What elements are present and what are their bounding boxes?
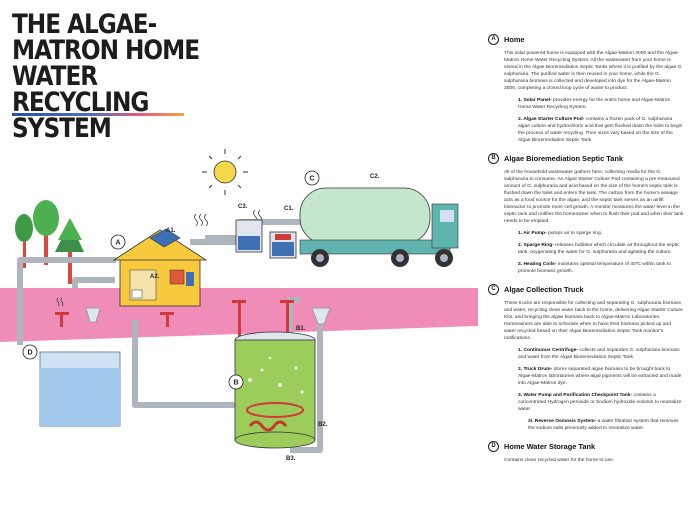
component-name: 1. Air Pump- [518, 231, 547, 236]
section-paragraph: Contains clean recycled water for the ho… [504, 458, 615, 463]
svg-text:B: B [234, 380, 239, 387]
section-paragraph: All of the household wastewater gathers … [504, 170, 684, 224]
component-item: 1. Solar Panel- provides energy for the … [518, 97, 684, 111]
septic-tank-B [234, 331, 316, 449]
section-title: Algae Collection Truck [504, 285, 584, 294]
system-diagram: A1. A2. B1. B2. B3. C1. C2. C3. A B C D [0, 149, 478, 462]
section-heading: B Algae Bioremediation Septic Tank [488, 153, 684, 164]
label-C2: C2. [370, 174, 380, 180]
section-heading: A Home [488, 34, 684, 45]
section-title: Algae Bioremediation Septic Tank [504, 154, 623, 163]
component-description: contains a concentrated Hydrogen peroxid… [518, 393, 682, 412]
svg-text:A: A [116, 240, 121, 247]
component-item: 1. Air Pump- pumps air to sparge ring. [518, 230, 684, 237]
component-name: 2. Sparge Ring- [518, 243, 554, 248]
section-title: Home [504, 35, 525, 44]
component-description: pumps air to sparge ring. [546, 231, 603, 236]
section-letter-badge: D [488, 441, 499, 452]
section-heading: D Home Water Storage Tank [488, 441, 684, 452]
title-underline [12, 113, 184, 116]
pipe-house-to-tank [132, 320, 250, 408]
component-item: 3. Water Pump and Purification Checkpoin… [518, 392, 684, 413]
pipe-main-top [17, 257, 116, 345]
tree-icon [15, 214, 33, 268]
section-letter-badge: C [488, 284, 499, 295]
sun-icon [202, 149, 248, 195]
pipe-truck-return [290, 310, 323, 453]
purification-tank-C3 [235, 219, 263, 253]
red-marker-icon [55, 300, 294, 353]
component-subitem: 3i. Reverse Osmosis System- a water filt… [528, 418, 684, 432]
component-description: collects and separates G. sulphuraria bi… [518, 348, 680, 360]
storage-tank-D [39, 351, 121, 427]
svg-text:D: D [28, 350, 33, 357]
component-name: 3i. Reverse Osmosis System- [528, 419, 597, 424]
component-item: 1. Continuous Centrifuge- collects and s… [518, 347, 684, 361]
circle-label-A: A [110, 234, 126, 250]
label-B3: B3. [286, 456, 296, 462]
funnel-icon [311, 307, 331, 325]
tree-icon [55, 218, 84, 284]
svg-text:C: C [310, 176, 315, 183]
component-item: 2. Algae Starter Culture Pod- contains a… [518, 116, 684, 144]
label-B1: B1. [296, 326, 306, 332]
component-description: releases bubbles which circulate air thr… [518, 243, 680, 255]
label-C3: C3. [238, 204, 248, 210]
label-B2: B2. [318, 422, 328, 428]
component-description: contains a frozen pack of G. sulphuraria… [518, 117, 683, 143]
page-title: THE ALGAE-MATRON HOME WATER RECYCLING SY… [12, 9, 200, 144]
section-paragraph: This solar powered home is equipped with… [504, 51, 683, 91]
component-name: 3. Water Pump and Purification Checkpoin… [518, 393, 633, 398]
component-name: 1. Continuous Centrifuge- [518, 348, 579, 353]
centrifuge-C1 [269, 231, 297, 259]
component-item: 2. Sparge Ring- releases bubbles which c… [518, 242, 684, 256]
pipe-truck-to-D [72, 277, 115, 288]
component-name: 2. Truck Drum- [518, 367, 553, 372]
section-title: Home Water Storage Tank [504, 442, 596, 451]
circle-label-B: B [228, 374, 244, 390]
circle-label-C: C [304, 170, 320, 186]
component-name: 2. Algae Starter Culture Pod- [518, 117, 585, 122]
component-name: 1. Solar Panel- [518, 98, 552, 103]
funnel-icon [85, 307, 101, 323]
component-name: 3. Heating Coils- [518, 262, 557, 267]
section-paragraph: These trucks are responsible for collect… [504, 301, 683, 341]
section-letter-badge: B [488, 153, 499, 164]
label-C1: C1. [284, 206, 294, 212]
component-description: provides energy for the entire home and … [518, 98, 671, 110]
component-description: a water filtration system that removes t… [528, 419, 679, 431]
circle-label-D: D [22, 344, 38, 360]
section-heading: C Algae Collection Truck [488, 284, 684, 295]
label-A2: A2. [150, 274, 160, 280]
tree-icon [33, 200, 59, 265]
section-letter-badge: A [488, 34, 499, 45]
house-A [112, 228, 208, 307]
component-item: 2. Truck Drum- stores separated algae bi… [518, 366, 684, 387]
label-A1: A1. [166, 228, 176, 234]
component-description: maintains optimal temperature of 40ºC wi… [518, 262, 671, 274]
component-item: 3. Heating Coils- maintains optimal temp… [518, 261, 684, 275]
component-description: stores separated algae biomass to be bro… [518, 367, 682, 386]
collection-truck-C [299, 187, 459, 267]
